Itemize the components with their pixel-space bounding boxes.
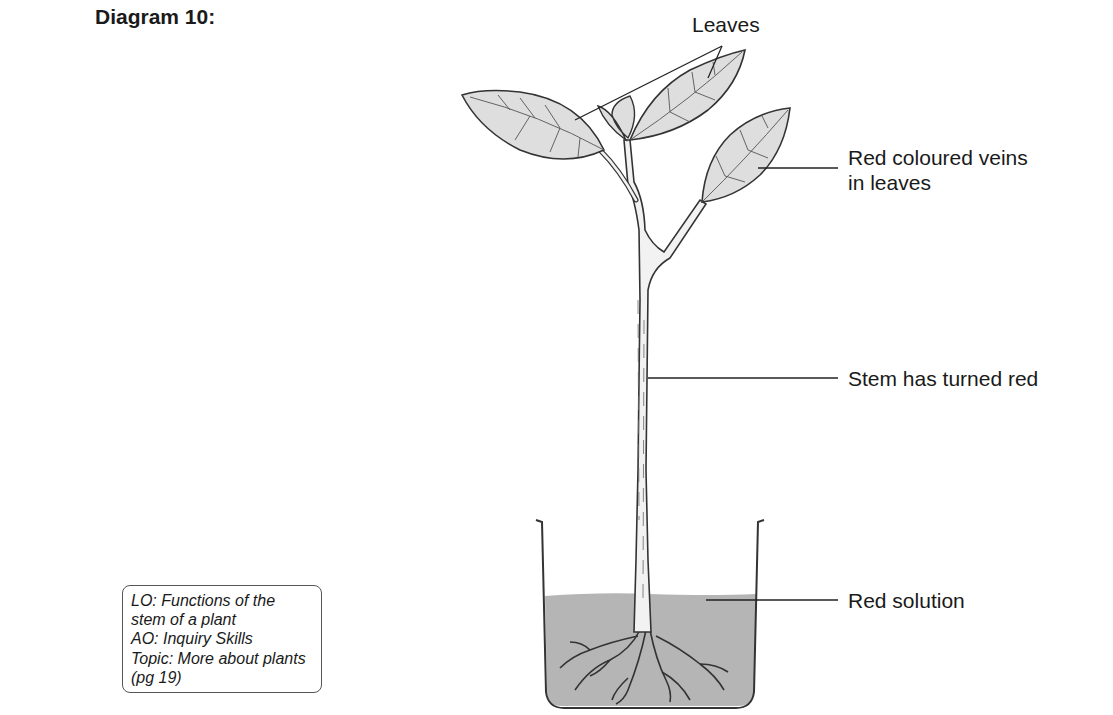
diagram-title: Diagram 10: (95, 4, 215, 29)
leaf (462, 91, 604, 159)
info-box: LO: Functions of the stem of a plantAO: … (122, 585, 322, 693)
box-text: LO: Functions of the stem of a plant (131, 591, 313, 629)
stem (624, 140, 706, 632)
part-label: Red solution (848, 588, 965, 613)
box-text: Topic: More about plants (pg 19) (131, 649, 313, 687)
stem-vessels (638, 300, 644, 600)
part-label: Leaves (692, 12, 760, 37)
part-label: Red coloured veins in leaves (848, 145, 1048, 195)
roots (560, 630, 728, 704)
leaf (702, 108, 790, 202)
beaker (536, 520, 764, 708)
box-text: AO: Inquiry Skills (131, 629, 313, 648)
leader-lines (575, 46, 838, 600)
part-label: Stem has turned red (848, 366, 1038, 391)
